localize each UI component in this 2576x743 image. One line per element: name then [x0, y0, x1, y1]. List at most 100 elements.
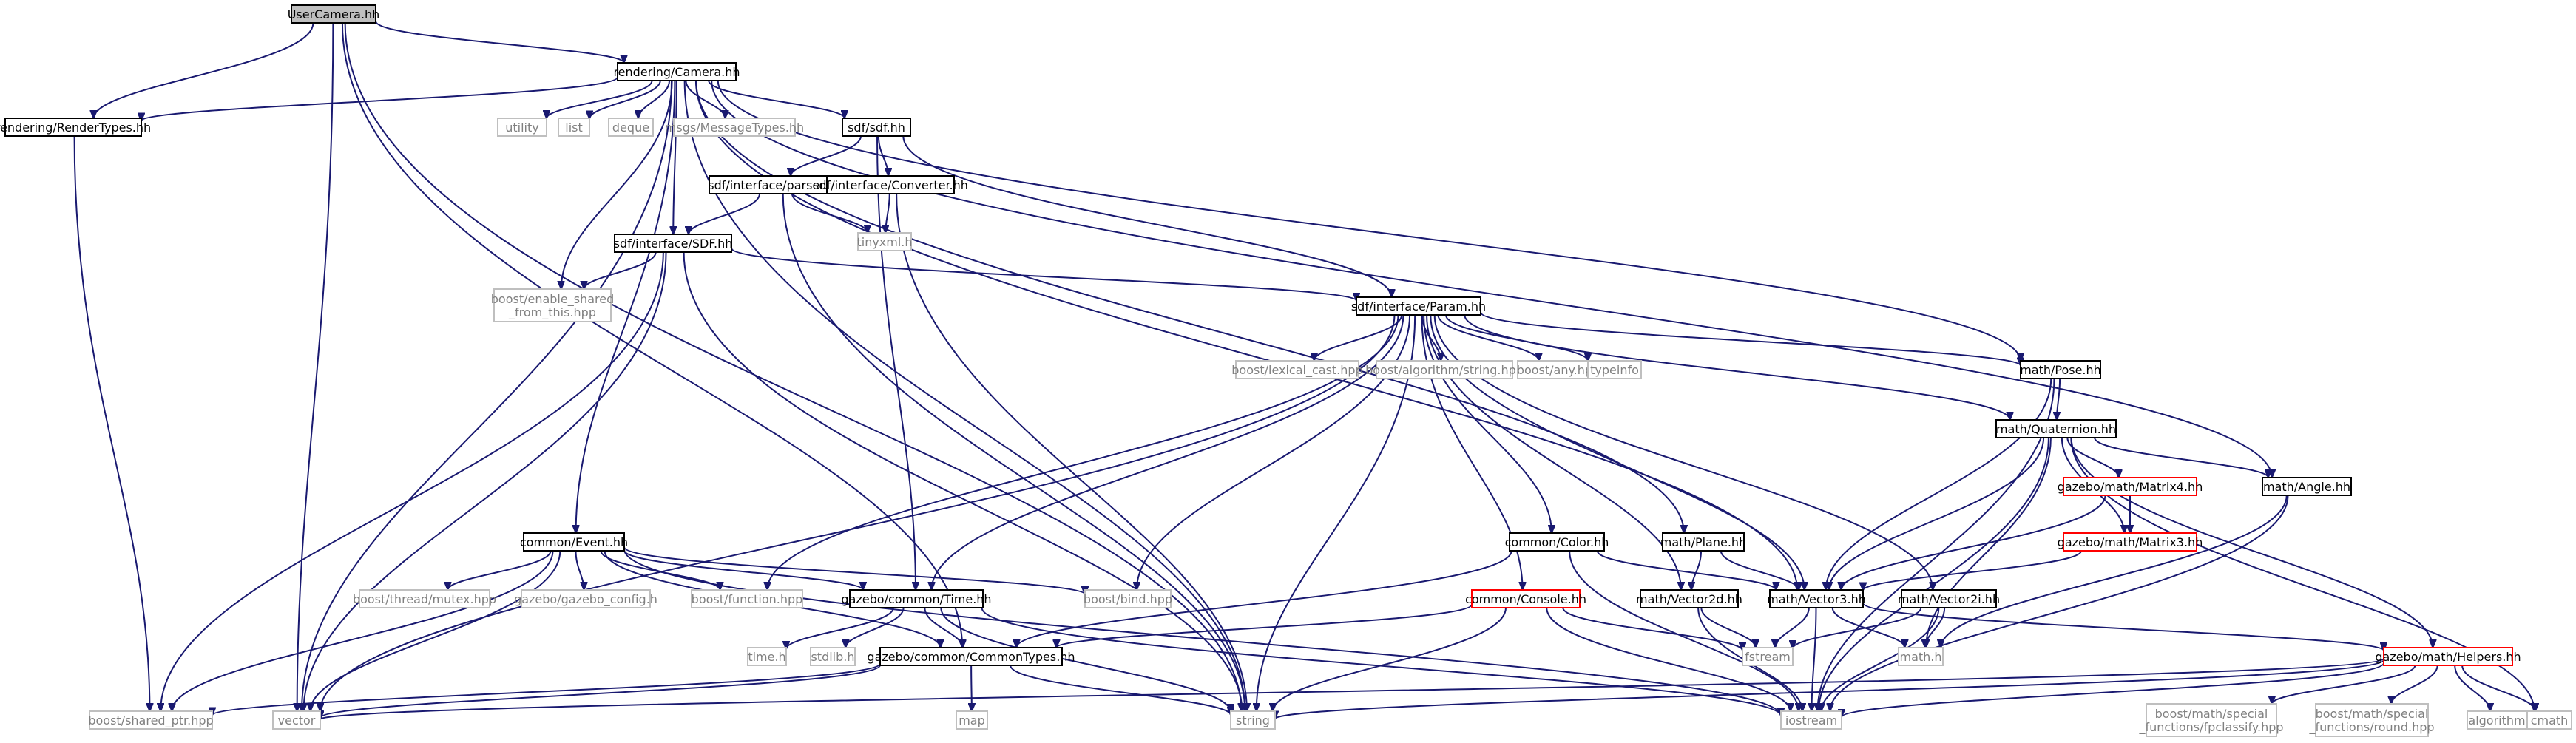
node-label: sdf/sdf.hh — [848, 121, 905, 135]
edge-layer — [73, 21, 2535, 719]
node-label: boost/math/special — [2155, 707, 2268, 721]
node-box — [272, 710, 321, 730]
node-box — [1376, 360, 1513, 379]
edge-angle-to-iostream — [1830, 495, 2289, 711]
node-commontypes[interactable]: gazebo/common/CommonTypes.hh — [867, 647, 1075, 666]
edge-usercamera-to-vector — [297, 22, 334, 711]
node-label: boost/any.hpp — [1517, 363, 1600, 377]
edge-parser-to-tinyxml — [791, 193, 868, 233]
node-algorithm: algorithm — [2467, 710, 2527, 730]
node-label: sdf/interface/Param.hh — [1351, 299, 1486, 313]
edge-param-to-function — [768, 314, 1399, 590]
node-box — [89, 710, 213, 730]
edge-matrix4-to-vector3 — [1841, 495, 2106, 590]
edge-commontypes-to-vector — [320, 664, 881, 718]
node-time[interactable]: gazebo/common/Time.hh — [841, 589, 992, 608]
node-label: gazebo/common/Time.hh — [841, 592, 991, 606]
edge-event-to-mutex — [447, 550, 552, 590]
edge-console-to-commontypes — [1056, 603, 1473, 648]
edge-helpers-to-round — [2391, 665, 2438, 704]
node-label: math/Quaternion.hh — [1996, 422, 2116, 436]
node-box — [1995, 419, 2117, 438]
node-event[interactable]: common/Event.hh — [520, 532, 628, 552]
node-label: tinyxml.h — [856, 235, 912, 249]
node-box — [617, 62, 737, 81]
node-vector2i[interactable]: math/Vector2i.hh — [1898, 589, 2000, 608]
edge-sdf-to-converter — [877, 135, 888, 176]
edge-event-to-time — [623, 549, 863, 590]
edge-camera-to-deque — [638, 80, 671, 118]
edge-quaternion-to-iostream — [1819, 437, 2049, 711]
node-vector3[interactable]: math/Vector3.hh — [1767, 589, 1866, 608]
node-quaternion[interactable]: math/Quaternion.hh — [1995, 419, 2117, 438]
node-label: boost/shared_ptr.hpp — [88, 713, 213, 728]
edge-commontypes-to-string — [1010, 665, 1231, 715]
node-label: stdlib.h — [811, 650, 854, 664]
node-pose[interactable]: math/Pose.hh — [2020, 360, 2101, 379]
node-box — [523, 532, 625, 552]
edge-param-to-vector — [320, 314, 1396, 711]
edge-sdfhh-to-vector — [303, 251, 667, 711]
node-console[interactable]: common/Console.hh — [1465, 589, 1586, 608]
node-label: gazebo/math/Matrix3.hh — [2058, 535, 2203, 549]
node-angle[interactable]: math/Angle.hh — [2262, 477, 2352, 496]
node-color[interactable]: common/Color.hh — [1505, 532, 1609, 552]
node-box — [857, 232, 912, 251]
edge-param-to-anyhpp — [1437, 314, 1538, 361]
node-box — [2526, 710, 2572, 730]
edge-quaternion-to-matrix4 — [2066, 437, 2118, 478]
node-string: string — [1230, 710, 1276, 730]
edge-helpers-to-fpclassify — [2272, 665, 2416, 704]
edge-time-to-stdlib — [845, 607, 905, 648]
node-fpclassify: boost/math/special_functions/fpclassify.… — [2138, 703, 2284, 737]
edge-param-to-pose — [1480, 311, 2021, 365]
node-box — [1769, 589, 1864, 608]
node-plane[interactable]: math/Plane.hh — [1660, 532, 1746, 552]
node-enable_shared: boost/enable_shared_from_this.hpp — [491, 288, 614, 322]
node-vector2d[interactable]: math/Vector2d.hh — [1636, 589, 1742, 608]
node-label: time.h — [748, 650, 785, 664]
edge-color-to-commontypes — [1016, 550, 1512, 648]
node-gzconfig: gazebo/gazebo_config.h — [514, 589, 657, 608]
node-rendertypes[interactable]: rendering/RenderTypes.hh — [0, 118, 151, 137]
edge-vector3-to-fstream — [1775, 607, 1810, 648]
node-usercamera[interactable]: UserCamera.hh — [288, 4, 380, 24]
node-box — [826, 175, 955, 194]
edge-param-to-typeinfo — [1444, 314, 1588, 361]
edge-event-to-bind — [623, 546, 1085, 594]
node-sdf[interactable]: sdf/sdf.hh — [842, 118, 911, 137]
edge-camera-to-pose — [717, 80, 2021, 361]
edge-vector3-to-helpers — [1862, 602, 2384, 651]
node-stdlib: stdlib.h — [810, 647, 856, 666]
node-box — [1901, 589, 1997, 608]
node-label: gazebo/math/Matrix4.hh — [2058, 480, 2203, 494]
node-label: utility — [505, 121, 539, 135]
node-label: list — [565, 121, 583, 135]
node-label: boost/thread/mutex.hpp — [353, 592, 496, 606]
edge-vector2i-to-fstream — [1793, 607, 1922, 648]
edge-vector2i-to-mathh — [1925, 607, 1946, 648]
edge-pose-to-quaternion — [2057, 378, 2061, 420]
node-param[interactable]: sdf/interface/Param.hh — [1351, 296, 1486, 316]
node-box — [608, 118, 654, 137]
edge-usercamera-to-camera — [375, 21, 624, 63]
node-camera[interactable]: rendering/Camera.hh — [613, 62, 740, 81]
edge-converter-to-string — [896, 193, 1247, 711]
edge-color-to-iostream — [1569, 550, 1799, 711]
node-matrix4[interactable]: gazebo/math/Matrix4.hh — [2058, 477, 2203, 496]
node-label: _functions/fpclassify.hpp — [2138, 720, 2283, 735]
node-box — [493, 288, 612, 322]
node-box — [1356, 296, 1481, 316]
node-helpers[interactable]: gazebo/math/Helpers.hh — [2375, 647, 2521, 666]
node-sdfhh[interactable]: sdf/interface/SDF.hh — [614, 234, 733, 253]
node-box — [879, 647, 1063, 666]
node-converter[interactable]: sdf/interface/Converter.hh — [813, 175, 968, 194]
node-box — [1780, 710, 1842, 730]
node-matrix3[interactable]: gazebo/math/Matrix3.hh — [2058, 532, 2203, 552]
edge-sdf-to-time — [876, 135, 916, 590]
node-box — [1084, 589, 1172, 608]
node-box — [673, 118, 796, 137]
edge-plane-to-vector2d — [1691, 550, 1703, 590]
node-label: gazebo/common/CommonTypes.hh — [867, 650, 1075, 664]
